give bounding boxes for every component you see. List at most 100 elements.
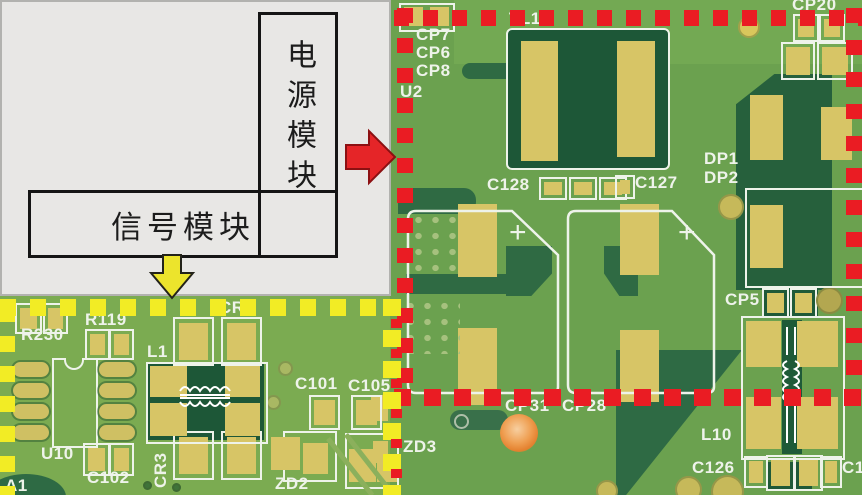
- r119-pad: [109, 329, 134, 360]
- trace-band-b: [406, 274, 510, 294]
- u10-pin: [99, 404, 135, 419]
- corner-copper: [0, 474, 66, 495]
- diode-pad: [750, 205, 783, 268]
- r119-pad: [85, 329, 110, 360]
- silkscreen-label-zd3: ZD3: [403, 437, 437, 456]
- cap1-pad: [458, 204, 497, 277]
- cp20-pad: [817, 42, 853, 80]
- via: [675, 476, 702, 495]
- silkscreen-label-: +: [678, 216, 697, 249]
- l10-outline: [741, 316, 845, 460]
- diode-pad: [750, 95, 783, 160]
- silkscreen-label-c127: C127: [635, 173, 678, 192]
- silkscreen-label-cp20: CP20: [792, 0, 837, 14]
- yellow-arrow-to-signal-region: [148, 254, 196, 300]
- signal-module-box: 信号模块: [28, 190, 338, 258]
- power-border-bottom: [394, 389, 862, 406]
- silkscreen-label-cp8: CP8: [416, 61, 451, 80]
- silkscreen-label-r230: R230: [21, 325, 64, 344]
- red-arrow-to-power-region: [345, 128, 397, 186]
- c128-pad: [569, 177, 597, 200]
- l10-coil-symbol: [782, 327, 800, 443]
- power-module-box: 电源模块: [258, 12, 338, 258]
- cp5-pad: [762, 288, 789, 318]
- power-border-left-lower: [391, 300, 402, 495]
- test-point: [143, 481, 152, 490]
- u10-pin: [99, 425, 135, 440]
- u10-ic-outline: [52, 358, 98, 448]
- cr4-pad: [173, 317, 214, 366]
- power-module-label: 电源模块: [282, 39, 315, 199]
- dp-bracket-line: [746, 188, 862, 190]
- u10-pin1-notch: [64, 358, 84, 370]
- legend-panel: 电源模块 信号模块: [0, 0, 391, 296]
- via: [596, 480, 618, 495]
- via: [718, 194, 744, 220]
- dp-bracket-line: [745, 188, 747, 288]
- l10-pad: [797, 321, 838, 367]
- tl1-winding-pad: [521, 41, 558, 161]
- silkscreen-label-l1: L1: [147, 342, 168, 361]
- c127-pad: [615, 175, 635, 199]
- silkscreen-label-u10: U10: [41, 444, 74, 463]
- silkscreen-label-c128: C128: [487, 175, 530, 194]
- u10-pin: [99, 362, 135, 377]
- u10-pin: [13, 425, 49, 440]
- via: [816, 287, 843, 314]
- silkscreen-label-c101: C101: [295, 374, 338, 393]
- c128-pad: [539, 177, 567, 200]
- c126-pad: [744, 456, 768, 488]
- silkscreen-label-zd2: ZD2: [275, 474, 309, 493]
- c126-pad: [820, 456, 842, 488]
- cp5-pad: [790, 288, 817, 318]
- cap2-pad: [620, 204, 659, 275]
- signal-module-label: 信号模块: [111, 209, 255, 245]
- power-border-left: [397, 0, 413, 392]
- capacitor-outlines: [406, 209, 716, 395]
- l1-pad: [150, 403, 187, 436]
- c126-pad: [794, 455, 823, 491]
- glow-led: [500, 414, 538, 452]
- u10-pin: [99, 383, 135, 398]
- dp-bracket-line: [745, 286, 862, 288]
- silkscreen-label-dp2: DP2: [704, 168, 739, 187]
- u10-pin: [13, 404, 49, 419]
- silkscreen-label-c105: C105: [348, 376, 391, 395]
- power-border-top: [394, 10, 862, 26]
- silkscreen-label-cp5: CP5: [725, 290, 760, 309]
- silkscreen-label-l10: L10: [701, 425, 732, 444]
- silkscreen-label-cp6: CP6: [416, 43, 451, 62]
- c105-pad: [351, 395, 382, 430]
- l1-coil-symbol: [179, 386, 231, 407]
- signal-border-top: [0, 299, 394, 316]
- tl1-winding-pad: [617, 41, 655, 157]
- silkscreen-label-cr3: CR3: [151, 452, 170, 488]
- via: [278, 361, 293, 376]
- l1-outline: [146, 362, 268, 444]
- silkscreen-label-cp7: CP7: [416, 25, 451, 44]
- zd2-pad: [271, 437, 300, 470]
- l1-pad: [225, 366, 260, 397]
- signal-border-left: [0, 300, 15, 495]
- via-dot-grid: [410, 212, 462, 274]
- l10-pad: [746, 321, 781, 367]
- l1-pad: [150, 366, 187, 397]
- power-border-right: [846, 8, 862, 392]
- c102-pad: [109, 443, 134, 476]
- c101-pad: [309, 395, 340, 430]
- via: [266, 395, 281, 410]
- via: [711, 475, 744, 495]
- silkscreen-label-c12: C12: [842, 458, 862, 477]
- silkscreen-label-c102: C102: [87, 468, 130, 487]
- l1-pad: [225, 403, 260, 436]
- silkscreen-label-c126: C126: [692, 458, 735, 477]
- u10-pin: [13, 362, 49, 377]
- cr4-pad: [221, 317, 262, 366]
- slot-hole: [454, 414, 469, 429]
- c126-pad: [766, 455, 795, 491]
- zd2-pad: [303, 443, 328, 474]
- tl1-outline: [506, 28, 670, 170]
- silkscreen-label-dp1: DP1: [704, 149, 739, 168]
- cp20-pad: [781, 42, 815, 80]
